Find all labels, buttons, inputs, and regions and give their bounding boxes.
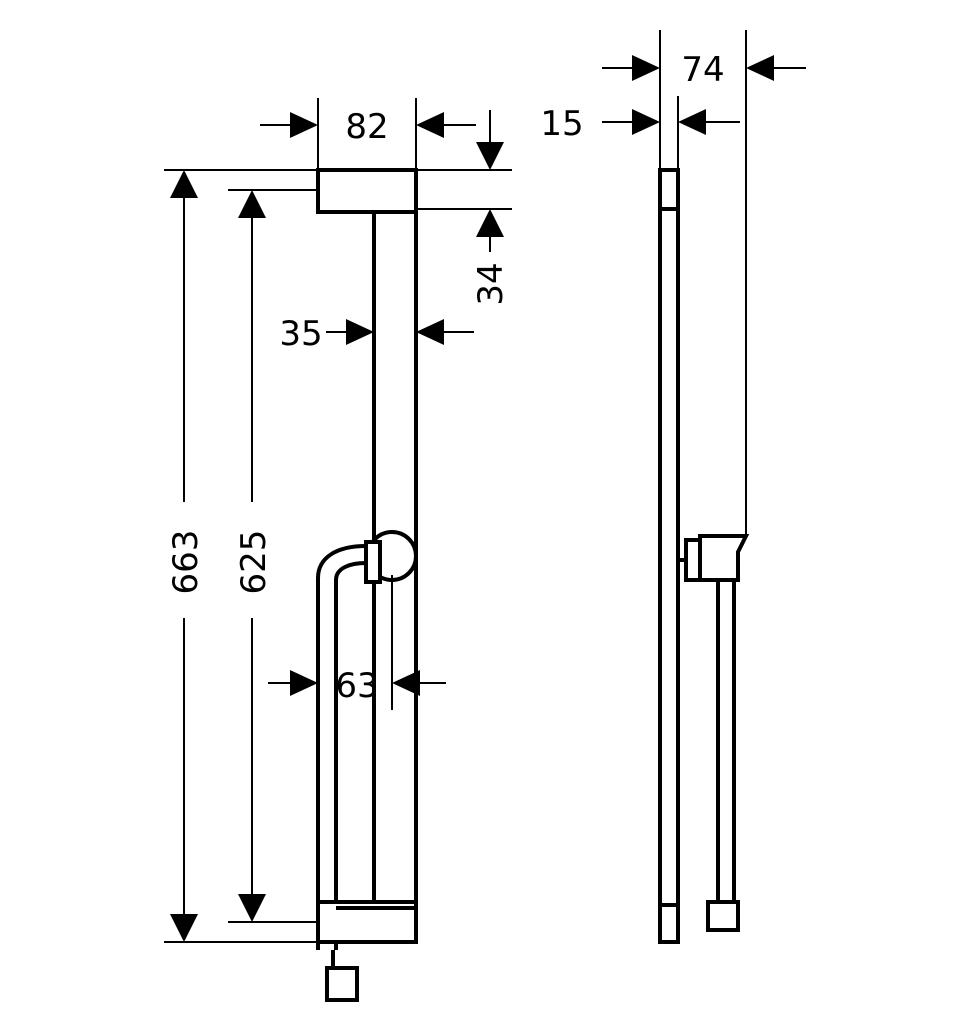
dim-15-label: 15	[540, 104, 583, 144]
dim-35-arrow-left	[346, 319, 374, 345]
dim-15-arrow-right	[678, 109, 706, 135]
dim-663-arrow-top	[170, 170, 198, 198]
top-wall-bracket	[316, 168, 418, 214]
dim-35-label: 35	[279, 314, 322, 354]
hose-inner	[334, 561, 367, 950]
dim-63-arrow-right	[392, 670, 420, 696]
dim-34-arrow-bottom	[476, 209, 504, 237]
dim-663-label: 663	[166, 530, 206, 595]
dim-82-arrow-left	[290, 112, 318, 138]
side-hose-nut	[706, 900, 740, 932]
dim-34-arrow-top	[476, 142, 504, 170]
dim-63-arrow-left	[290, 670, 318, 696]
dim-663-arrow-bottom	[170, 914, 198, 942]
hose-outer	[316, 544, 367, 950]
dim-34-label: 34	[471, 262, 511, 305]
dim-82-arrow-right	[416, 112, 444, 138]
dim-625-arrow-top	[238, 190, 266, 218]
dim-35-arrow-right	[416, 319, 444, 345]
dim-74-arrow-right	[746, 55, 774, 81]
dim-15-arrow-left	[632, 109, 660, 135]
dim-625-arrow-bottom	[238, 894, 266, 922]
shower-holder-clamp	[364, 540, 382, 584]
dim-82-label: 82	[345, 107, 388, 147]
side-rail	[658, 168, 680, 944]
dim-63-label: 63	[335, 666, 378, 706]
dim-74-arrow-left	[632, 55, 660, 81]
side-holder-base	[684, 538, 702, 582]
side-holder-cup	[698, 534, 750, 582]
hose-end-nut	[325, 966, 359, 1002]
side-view: 74 15	[540, 30, 806, 944]
dim-625-label: 625	[234, 530, 274, 595]
front-view: 82 34 35 663 625 63	[164, 98, 512, 1002]
dim-74-label: 74	[681, 50, 724, 90]
